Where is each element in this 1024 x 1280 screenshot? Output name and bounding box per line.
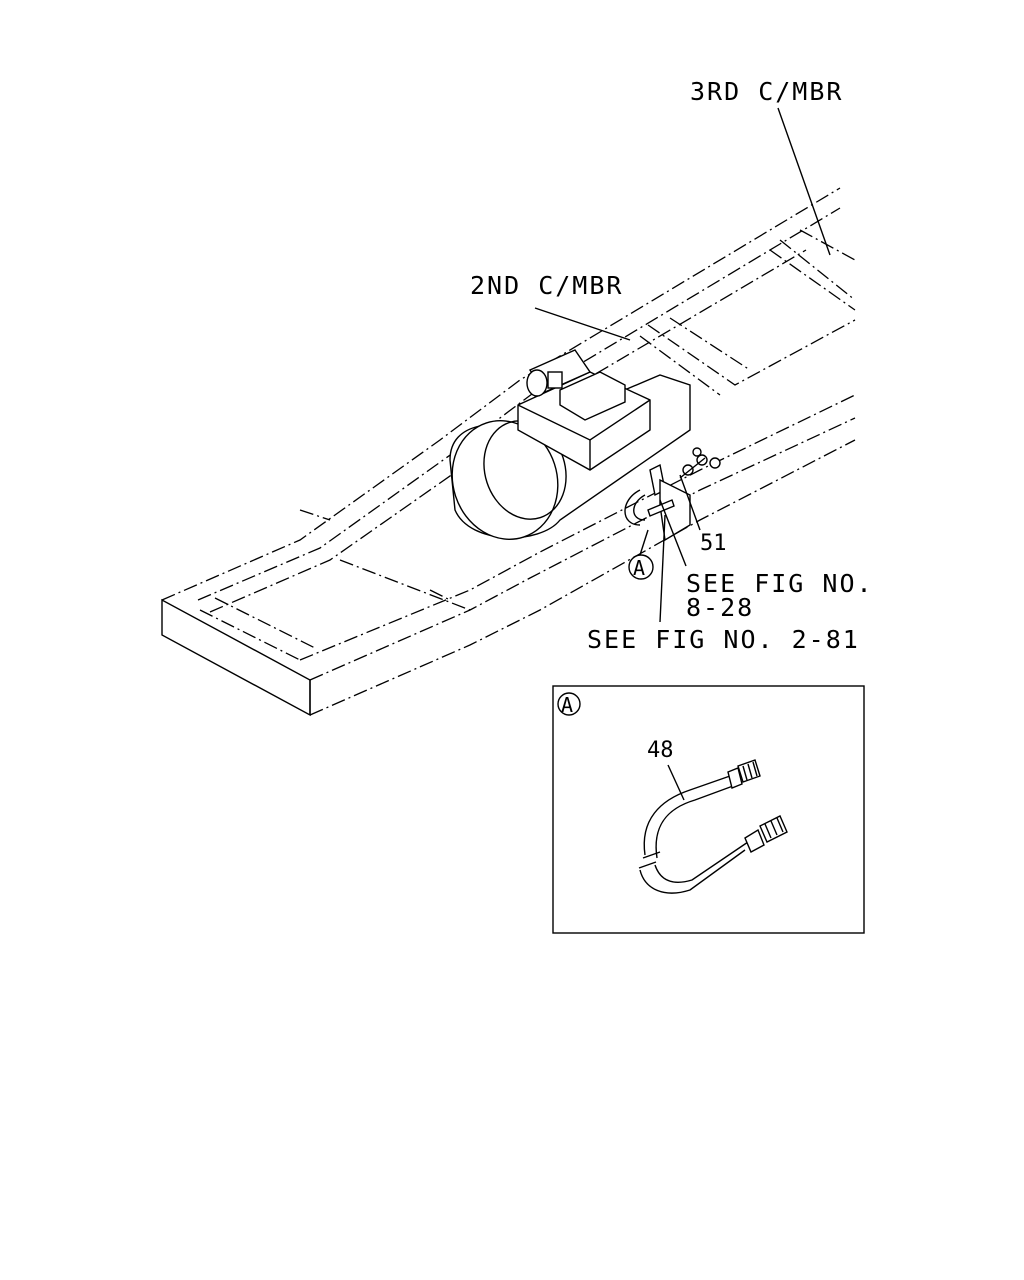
- part-48-label: 48: [647, 738, 674, 763]
- callout-a-letter: A: [633, 556, 645, 580]
- tank: [449, 349, 691, 540]
- callout-a-icon: A: [628, 554, 654, 580]
- third-crossmember-label: 3RD C/MBR: [690, 77, 843, 106]
- second-crossmember-label: 2ND C/MBR: [470, 271, 623, 300]
- see-fig-2-81-label: SEE FIG NO. 2-81: [587, 625, 860, 654]
- brake-hose-icon: [638, 759, 788, 894]
- leader-lines: [534, 107, 831, 623]
- detail-a-marker-letter: A: [561, 693, 573, 717]
- part-51-label: 51: [700, 531, 727, 556]
- see-fig-8-28-label-line2: 8-28: [686, 593, 754, 622]
- detail-a-panel: A 48: [552, 685, 865, 934]
- see-fig-8-28-label-line1: SEE FIG NO.: [686, 569, 874, 598]
- valve-assembly: [624, 447, 721, 542]
- detail-a-marker-icon: A: [557, 692, 581, 717]
